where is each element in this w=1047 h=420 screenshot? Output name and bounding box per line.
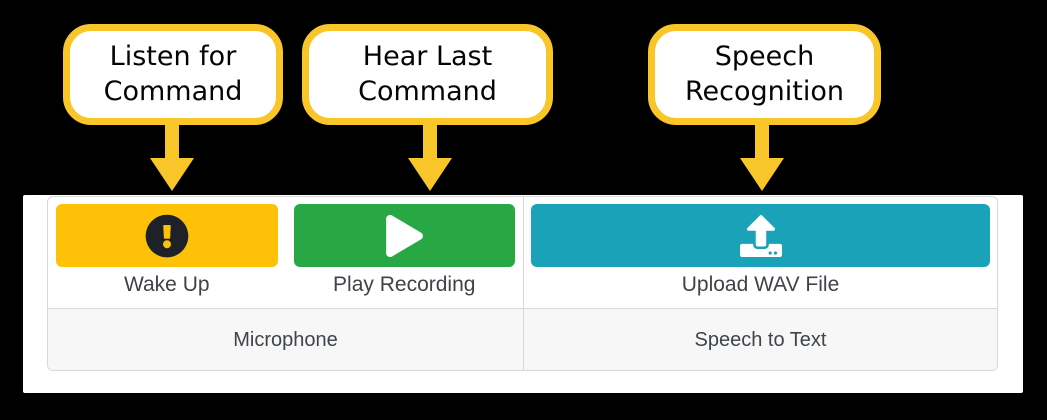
callout-label: Hear Last Command xyxy=(358,40,497,107)
speech-to-text-section-label: Speech to Text xyxy=(694,328,827,351)
controls-table: Wake Up Play Recording xyxy=(47,196,998,371)
wake-up-label: Wake Up xyxy=(123,273,210,296)
upload-wav-group: Upload WAV File xyxy=(524,197,997,308)
microphone-section-label: Microphone xyxy=(48,309,524,370)
arrow-stem xyxy=(423,125,437,161)
play-icon xyxy=(385,214,423,257)
upload-icon xyxy=(739,214,782,257)
play-recording-group: Play Recording xyxy=(286,197,524,308)
sections-row: Microphone Speech to Text xyxy=(48,308,997,370)
play-recording-button[interactable] xyxy=(293,204,515,267)
callout-label: Listen for Command xyxy=(103,40,243,107)
wake-up-group: Wake Up xyxy=(48,197,286,308)
callout-speech-recognition: Speech Recognition xyxy=(648,24,881,125)
microphone-buttons-cell: Wake Up Play Recording xyxy=(48,197,524,308)
arrow-stem xyxy=(755,125,769,161)
arrow-head xyxy=(740,158,784,191)
arrow-head xyxy=(150,158,194,191)
app-panel: Wake Up Play Recording xyxy=(23,195,1023,393)
upload-wav-button[interactable] xyxy=(531,204,990,267)
buttons-row: Wake Up Play Recording xyxy=(48,197,997,308)
speech-to-text-buttons-cell: Upload WAV File xyxy=(524,197,997,308)
upload-wav-label: Upload WAV File xyxy=(681,273,840,296)
exclamation-circle-icon xyxy=(145,214,189,258)
callout-listen-for-command: Listen for Command xyxy=(63,24,283,125)
callout-hear-last-command: Hear Last Command xyxy=(302,24,553,125)
arrow-stem xyxy=(165,125,179,161)
play-recording-label: Play Recording xyxy=(333,273,476,296)
arrow-head xyxy=(408,158,452,191)
wake-up-button[interactable] xyxy=(56,204,278,267)
callout-label: Speech Recognition xyxy=(685,40,844,107)
